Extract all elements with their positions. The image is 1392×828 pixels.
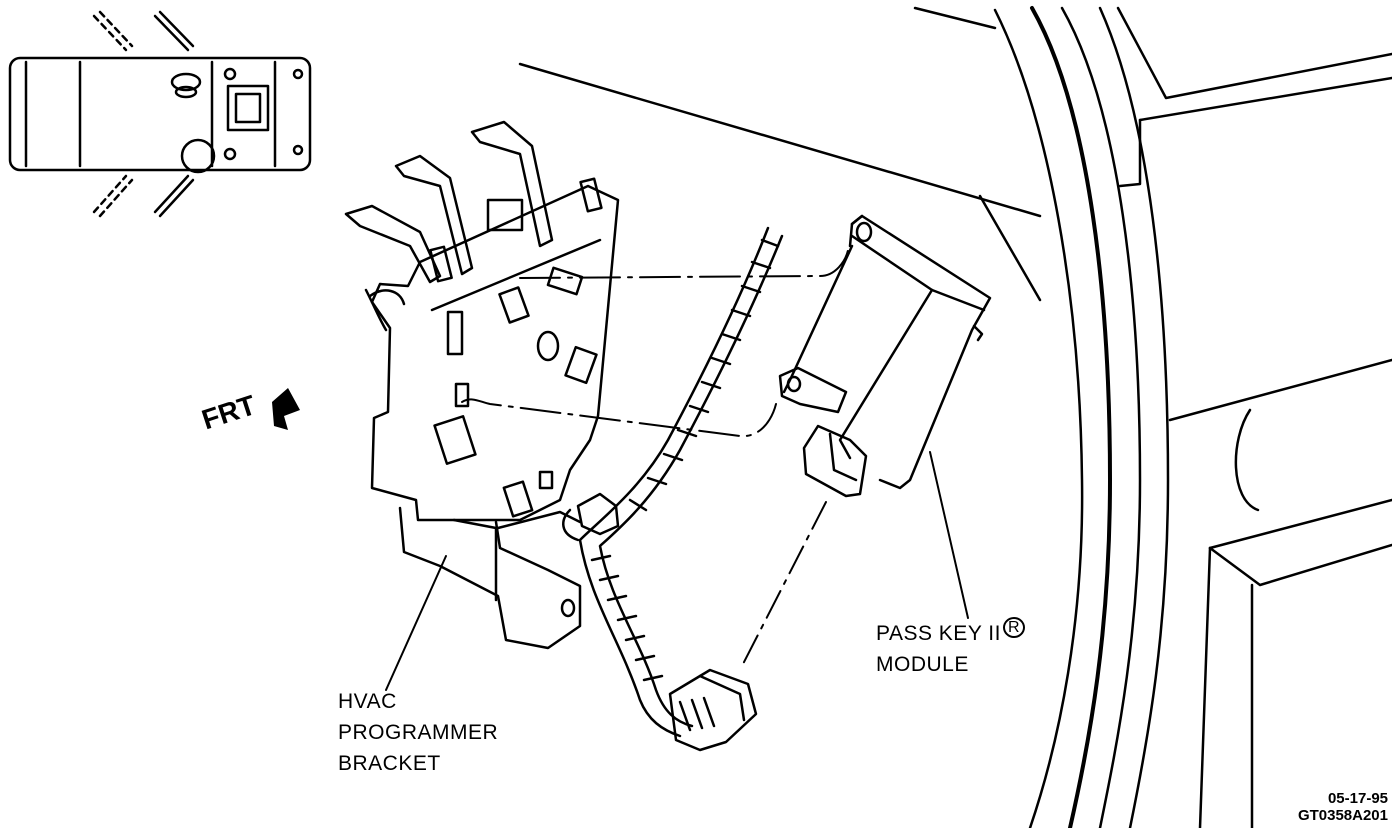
- leader-lines: [385, 451, 969, 691]
- stamp-code: GT0358A201: [1297, 807, 1388, 824]
- instrument-panel-structure: [518, 6, 1392, 828]
- vehicle-top-view-icon: [8, 10, 312, 218]
- hvac-programmer-bracket: [344, 120, 620, 650]
- registered-mark-icon: R: [1002, 617, 1026, 638]
- wiring-harness: [562, 226, 784, 752]
- alignment-lines: [461, 249, 849, 667]
- hvac-label-line2: PROGRAMMER: [338, 721, 499, 744]
- hvac-bracket-label: HVAC PROGRAMMER BRACKET: [338, 686, 498, 779]
- hvac-label-line3: BRACKET: [338, 752, 441, 775]
- pass-key-module: [778, 214, 992, 498]
- hvac-label-line1: HVAC: [338, 690, 397, 713]
- passkey-label-line2: MODULE: [876, 653, 969, 676]
- stamp-date: 05-17-95: [1327, 790, 1388, 807]
- front-direction-arrow-icon: [272, 388, 300, 430]
- figure-stamp: 05-17-95 GT0358A201: [1298, 790, 1388, 824]
- passkey-label-text: PASS KEY II: [876, 622, 1001, 645]
